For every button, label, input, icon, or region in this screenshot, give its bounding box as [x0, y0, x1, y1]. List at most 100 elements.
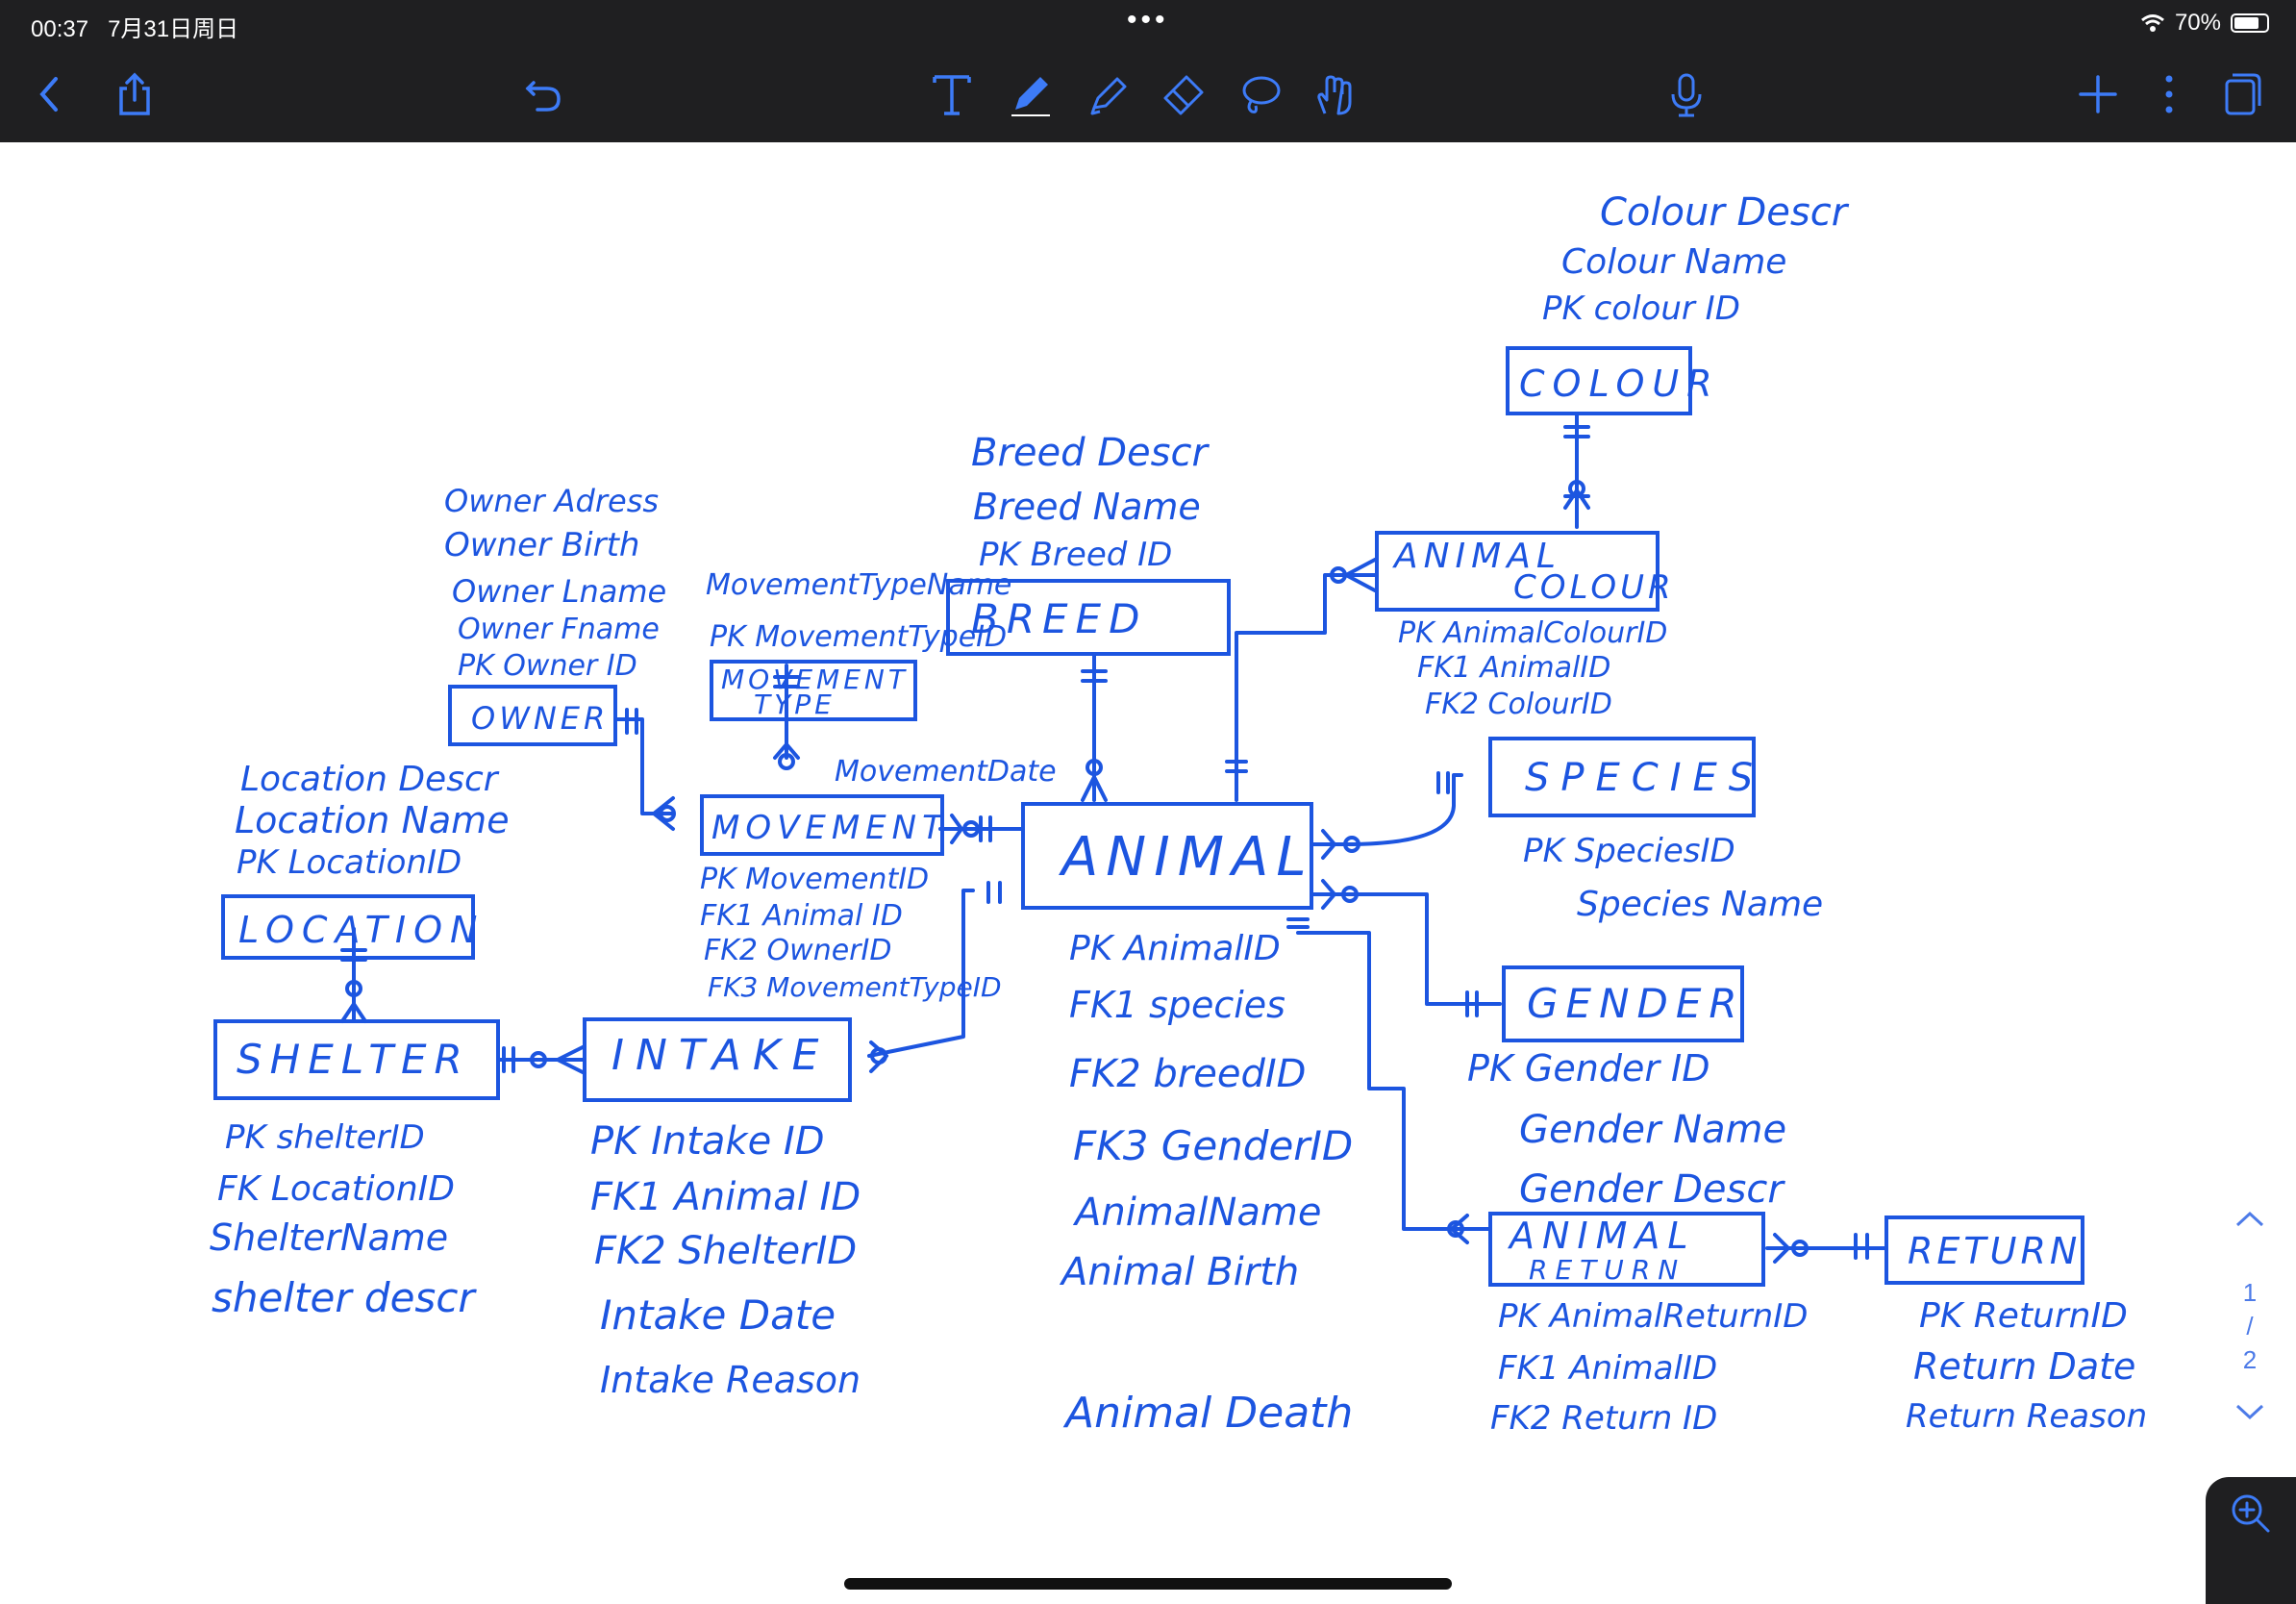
- owner-attr: Owner Lname: [452, 573, 666, 610]
- breed-attr: Breed Descr: [971, 431, 1210, 475]
- movement-title: MOVEMENT: [711, 809, 948, 847]
- animal-return-title-2: RETURN: [1529, 1254, 1685, 1286]
- eraser-tool-icon[interactable]: [1154, 65, 1211, 123]
- movement-type-attr: MovementTypeName: [706, 568, 1011, 602]
- animal-attr: AnimalName: [1072, 1190, 1321, 1235]
- intake-attr: FK1 Animal ID: [590, 1175, 861, 1219]
- multitask-dots[interactable]: •••: [1127, 4, 1169, 36]
- animal-colour-box[interactable]: [1375, 531, 1660, 612]
- status-date: 7月31日周日: [108, 16, 239, 42]
- breed-title: BREED: [971, 595, 1147, 642]
- location-attr: Location Descr: [240, 760, 500, 799]
- intake-box[interactable]: [583, 1017, 852, 1102]
- microphone-icon[interactable]: [1658, 65, 1715, 123]
- return-attr: Return Date: [1913, 1345, 2135, 1388]
- movement-attr: FK2 OwnerID: [704, 934, 891, 967]
- status-time: 00:37 7月31日周日: [31, 16, 239, 42]
- animal-colour-attr: FK2 ColourID: [1425, 688, 1612, 721]
- species-attr: Species Name: [1577, 885, 1823, 924]
- animal-return-attr: PK AnimalReturnID: [1498, 1297, 1808, 1336]
- home-indicator[interactable]: [844, 1578, 1452, 1590]
- status-bar: 00:37 7月31日周日 ••• 70%: [0, 0, 2296, 48]
- share-icon[interactable]: [106, 65, 163, 123]
- species-title: SPECIES: [1525, 756, 1764, 800]
- more-icon[interactable]: [2140, 65, 2198, 123]
- owner-title: OWNER: [471, 700, 609, 737]
- animal-attr: Animal Death: [1062, 1389, 1353, 1438]
- animal-colour-attr: FK1 AnimalID: [1417, 651, 1610, 685]
- species-attr: PK SpeciesID: [1523, 832, 1735, 870]
- return-attr: Return Reason: [1906, 1397, 2147, 1436]
- gender-attr: Gender Name: [1519, 1108, 1786, 1152]
- animal-title: ANIMAL: [1059, 826, 1314, 889]
- total-pages: 2: [2242, 1345, 2258, 1374]
- owner-attr: Owner Birth: [444, 526, 639, 564]
- movement-type-title-2: TYPE: [754, 689, 836, 720]
- owner-attr: PK Owner ID: [458, 649, 637, 683]
- lasso-tool-icon[interactable]: [1231, 65, 1288, 123]
- highlighter-tool-icon[interactable]: [1079, 65, 1136, 123]
- er-diagram: COLOUR BREED OWNER MOVEMENT TYPE ANIMAL …: [210, 190, 2147, 1438]
- colour-title: COLOUR: [1519, 363, 1720, 405]
- back-icon[interactable]: [21, 65, 79, 123]
- animal-attr: FK2 breedID: [1069, 1052, 1306, 1096]
- animal-return-box[interactable]: [1488, 1212, 1765, 1287]
- shelter-attr: PK shelterID: [225, 1118, 425, 1157]
- undo-icon[interactable]: [514, 65, 572, 123]
- location-box[interactable]: [221, 894, 475, 960]
- movement-type-attr: PK MovementTypeID: [710, 620, 1007, 654]
- note-canvas[interactable]: COLOUR BREED OWNER MOVEMENT TYPE ANIMAL …: [0, 142, 2296, 1604]
- animal-return-title-1: ANIMAL: [1507, 1215, 1696, 1257]
- gender-box[interactable]: [1502, 965, 1744, 1042]
- owner-attr: Owner Fname: [458, 613, 660, 646]
- location-attr: PK LocationID: [237, 843, 462, 882]
- movement-attr: FK3 MovementTypeID: [708, 971, 1002, 1003]
- animal-colour-title-1: ANIMAL: [1392, 537, 1561, 576]
- wifi-icon: [2141, 14, 2164, 32]
- animal-return-attr: FK1 AnimalID: [1498, 1349, 1717, 1388]
- movement-extra: MovementDate: [835, 755, 1057, 789]
- animal-colour-attr: PK AnimalColourID: [1398, 616, 1667, 650]
- chevron-up-icon[interactable]: [2221, 1206, 2279, 1236]
- breed-attr: PK Breed ID: [979, 536, 1172, 574]
- animal-attr: Animal Birth: [1059, 1250, 1299, 1294]
- animal-box[interactable]: [1021, 802, 1313, 910]
- animal-attr: PK AnimalID: [1069, 929, 1281, 968]
- return-box[interactable]: [1884, 1216, 2084, 1285]
- pages-icon[interactable]: [2213, 65, 2271, 123]
- colour-attr: PK colour ID: [1542, 289, 1740, 328]
- animal-colour-title-2: COLOUR: [1513, 568, 1675, 607]
- zoom-button[interactable]: [2206, 1477, 2296, 1604]
- colour-box[interactable]: [1506, 346, 1692, 415]
- breed-box[interactable]: [946, 579, 1231, 656]
- animal-attr: FK3 GenderID: [1073, 1122, 1353, 1169]
- entity-boxes: [213, 346, 2084, 1287]
- intake-title: INTAKE: [611, 1031, 830, 1080]
- page-navigator: 1 / 2: [2221, 1202, 2279, 1433]
- intake-attr: FK2 ShelterID: [594, 1229, 857, 1273]
- species-box[interactable]: [1488, 737, 1756, 817]
- intake-attr: Intake Reason: [600, 1359, 861, 1401]
- return-attr: PK ReturnID: [1919, 1296, 2128, 1336]
- return-title: RETURN: [1908, 1230, 2081, 1272]
- shelter-box[interactable]: [213, 1019, 500, 1100]
- location-title: LOCATION: [238, 909, 485, 951]
- animal-return-attr: FK2 Return ID: [1490, 1399, 1717, 1438]
- chevron-down-icon[interactable]: [2221, 1398, 2279, 1428]
- intake-attr: Intake Date: [600, 1291, 836, 1339]
- battery-icon: [2231, 13, 2269, 33]
- pen-tool-icon[interactable]: [1002, 65, 1060, 123]
- location-attr: Location Name: [235, 799, 510, 841]
- owner-box[interactable]: [448, 685, 617, 746]
- toolbar: [0, 48, 2296, 142]
- shelter-attr: ShelterName: [210, 1216, 448, 1259]
- movement-box[interactable]: [700, 794, 944, 856]
- colour-attr: Colour Descr: [1600, 190, 1850, 235]
- status-right: 70%: [2140, 10, 2269, 37]
- add-icon[interactable]: [2069, 65, 2127, 123]
- movement-type-title-1: MOVEMENT: [721, 664, 909, 695]
- text-tool-icon[interactable]: [923, 65, 981, 123]
- movement-type-box[interactable]: [710, 660, 917, 721]
- movement-attr: PK MovementID: [700, 863, 929, 896]
- hand-tool-icon[interactable]: [1306, 65, 1363, 123]
